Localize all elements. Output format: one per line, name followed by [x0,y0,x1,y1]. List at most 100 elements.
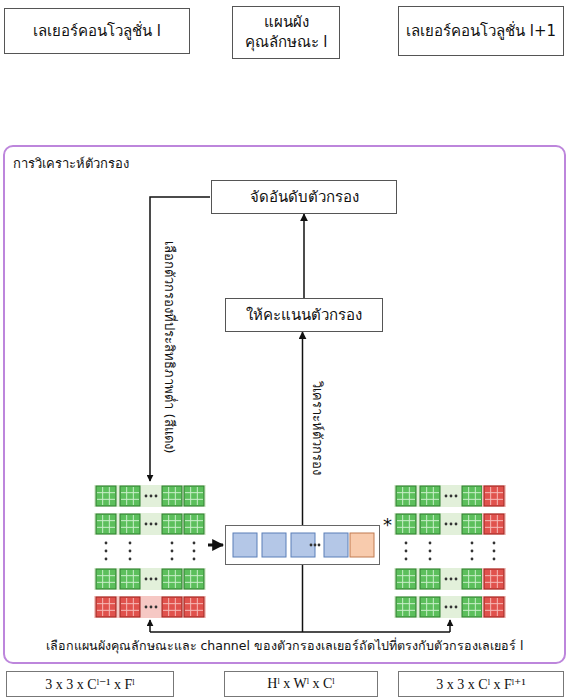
score-cell [324,533,348,557]
weak-filter-cell [184,597,204,617]
weak-filter-cell [484,514,504,534]
ellipsis-dot [318,544,321,547]
weak-column-patch [482,596,506,618]
selection-arrow [449,620,451,632]
ellipsis-dot [429,542,432,545]
node-text: การวิเคราะห์ตัวกรอง [13,153,129,174]
ellipsis-dot [155,495,158,498]
selection-arrow [149,620,151,632]
filter-cell [420,597,440,617]
node-text: จัดอันดับตัวกรอง [250,187,359,207]
ellipsis-dot [150,523,153,526]
score-vector [233,533,374,557]
weak-filter-cell [484,486,504,506]
ellipsis-dot [455,523,458,526]
ellipsis-dot [450,523,453,526]
score-cell [291,533,315,557]
weak-column-patch [482,485,506,507]
filter-cell [420,569,440,589]
weak-filter-cell [120,597,140,617]
ellipsis-dot [150,578,153,581]
arrow-note: เลือกตัวกรองที่ประสิทธิภาพต่ำ (สีแดง) [160,239,177,455]
weak-filter-cell [96,597,116,617]
node-text: * [383,516,397,534]
score-cell [350,533,374,557]
node-text: 3 x 3 x Cˡ x Fˡ⁺¹ [436,676,525,693]
flow-arrow [208,544,223,547]
dimension-box: 3 x 3 x Cˡ⁻¹ x Fˡ [6,671,174,697]
ellipsis-dot [155,606,158,609]
filter-row [94,513,206,535]
filter-cell [462,597,482,617]
filter-cell [420,486,440,506]
ellipsis-dot [105,550,108,553]
flow-connector [302,332,304,525]
ellipsis-dot [105,558,108,561]
node-text: Hˡ x Wˡ x Cˡ [267,676,334,692]
filter-row [394,568,506,590]
ellipsis-dot [145,495,148,498]
score-cell [233,533,257,557]
ellipsis-dot [429,558,432,561]
filter-cell [420,514,440,534]
filter-cell [96,569,116,589]
ellipsis-dot [445,495,448,498]
edge-label: วิเคราะห์ตัวกรอง [308,379,325,477]
ellipsis-dot [405,550,408,553]
ellipsis-dot [129,542,132,545]
layer-box: เลเยอร์คอนโวลูชั่น l+1 [398,6,564,56]
ellipsis-dot [310,544,313,547]
ellipsis-dot [155,523,158,526]
ellipsis-dot [445,523,448,526]
ellipsis-dot [150,606,153,609]
ellipsis-dot [171,558,174,561]
ellipsis-dot [450,606,453,609]
filter-grid [394,485,506,618]
filter-cell [96,486,116,506]
selection-line [150,631,450,633]
filter-cell [396,569,416,589]
ellipsis-dot [450,578,453,581]
ellipsis-dot [450,495,453,498]
ellipsis-dot [145,578,148,581]
ellipsis-dot [455,606,458,609]
ellipsis-dot [193,550,196,553]
filter-row [394,596,506,618]
ellipsis-dot [455,495,458,498]
ellipsis-dot [193,558,196,561]
ellipsis-dot [171,542,174,545]
bottom-note: เลือกแผนผังคุณลักษณะและ channel ของตัวกร… [44,638,526,654]
dimension-box: 3 x 3 x Cˡ x Fˡ⁺¹ [398,671,564,697]
filter-cell [120,486,140,506]
ellipsis-dot [405,542,408,545]
ellipsis-dot [455,578,458,581]
select-arrow [150,197,210,481]
node-text: ให้คะแนนตัวกรอง [246,305,362,325]
ellipsis-dot [493,542,496,545]
filter-cell [162,486,182,506]
filter-row [94,596,206,618]
ellipsis-dot [145,523,148,526]
filter-cell [396,486,416,506]
weak-filter-cell [484,597,504,617]
selection-line [302,565,304,632]
filter-cell [462,514,482,534]
ranking-box: จัดอันดับตัวกรอง [211,180,397,214]
ellipsis-dot [493,550,496,553]
filter-cell [396,597,416,617]
filter-cell [162,569,182,589]
ellipsis-dot [105,542,108,545]
ellipsis-dot [471,550,474,553]
weak-filter-cell [484,569,504,589]
filter-grid [94,485,206,618]
ellipsis-dot [471,542,474,545]
ellipsis-dot [150,495,153,498]
layer-box: เลเยอร์คอนโวลูชั่น l [4,8,190,54]
dimension-box: Hˡ x Wˡ x Cˡ [224,671,378,697]
node-text: เลเยอร์คอนโวลูชั่น l+1 [406,21,556,41]
ellipsis-dot [129,550,132,553]
filter-cell [120,514,140,534]
filter-cell [96,514,116,534]
